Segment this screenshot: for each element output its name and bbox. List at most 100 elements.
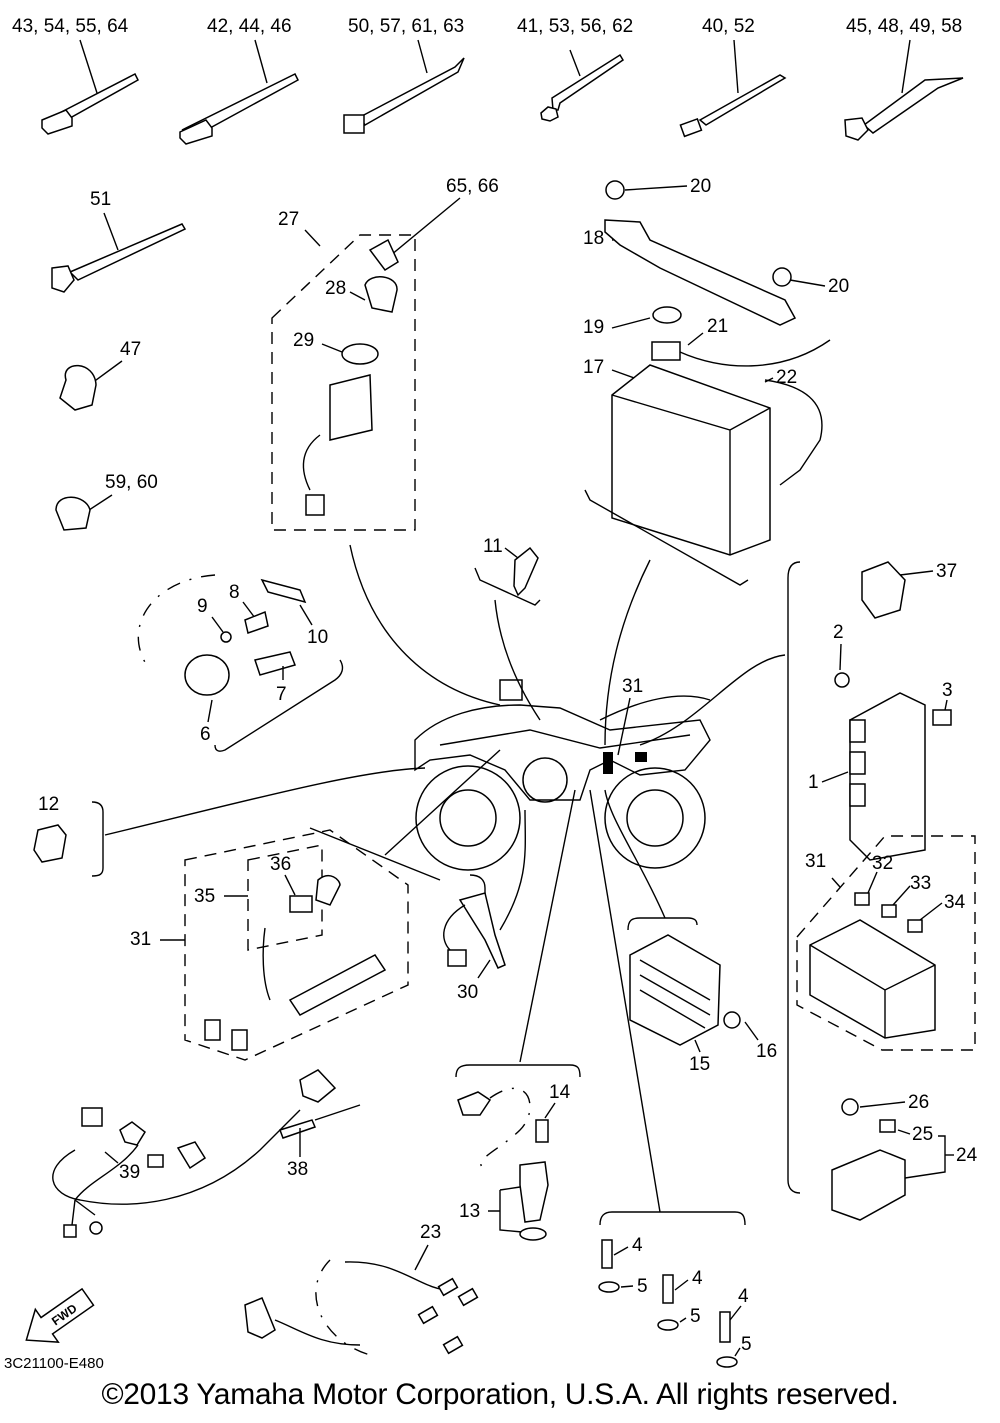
callout-5b: 5 xyxy=(690,1306,701,1327)
callout-31-left: 31 xyxy=(130,929,151,950)
callout-16: 16 xyxy=(756,1041,777,1062)
clamp-47-group[interactable]: 47 xyxy=(59,339,141,411)
fuse-box-group[interactable]: 31 32 33 34 xyxy=(796,835,976,1051)
switch-12-group[interactable]: 12 xyxy=(33,794,104,877)
key-icon xyxy=(368,238,399,271)
callout-20-right: 20 xyxy=(828,276,849,297)
battery-band xyxy=(604,219,797,326)
main-switch-body xyxy=(329,374,373,441)
cable-tie-50-group[interactable]: 50, 57, 61, 63 xyxy=(343,16,465,134)
callout-3: 3 xyxy=(942,680,953,701)
ignition-coil-group[interactable]: 8 9 10 7 6 xyxy=(137,574,344,752)
callout-31-top: 31 xyxy=(622,676,643,697)
callout-11: 11 xyxy=(483,536,503,557)
callout-28: 28 xyxy=(325,278,346,299)
ignition-coil xyxy=(184,654,230,696)
callout-4b: 4 xyxy=(692,1268,703,1289)
callout-25: 25 xyxy=(912,1124,933,1145)
callout-38: 38 xyxy=(287,1159,308,1180)
callout-19: 19 xyxy=(583,317,604,338)
callout-5c: 5 xyxy=(741,1334,752,1355)
callout-43-54-55-64: 43, 54, 55, 64 xyxy=(12,16,129,37)
starter-relay xyxy=(831,1149,906,1221)
cable-tie-45-group[interactable]: 45, 48, 49, 58 xyxy=(844,16,964,141)
cable-tie-40-group[interactable]: 40, 52 xyxy=(679,16,787,138)
leader-lines xyxy=(104,544,786,1213)
callout-40-52: 40, 52 xyxy=(702,16,755,37)
washer-5 xyxy=(598,1281,620,1293)
wire-harness-group[interactable]: 31 35 36 xyxy=(130,829,409,1061)
callout-6: 6 xyxy=(200,724,211,745)
callout-1: 1 xyxy=(808,772,819,793)
callout-4a: 4 xyxy=(632,1235,643,1256)
callout-30: 30 xyxy=(457,982,478,1003)
callout-8: 8 xyxy=(229,582,240,603)
sensor-30-group[interactable]: 30 xyxy=(443,874,506,1003)
drawing-code: 3C21100-E480 xyxy=(4,1355,104,1372)
callout-9: 9 xyxy=(197,596,208,617)
clamp-59-group[interactable]: 59, 60 xyxy=(55,472,158,531)
callout-13: 13 xyxy=(459,1201,480,1222)
cable-tie-43-group[interactable]: 43, 54, 55, 64 xyxy=(12,16,139,135)
callout-14: 14 xyxy=(549,1082,571,1103)
callout-47: 47 xyxy=(120,339,141,360)
callout-34: 34 xyxy=(944,892,966,913)
callout-15: 15 xyxy=(689,1054,710,1075)
sensor-11-group[interactable]: 11 xyxy=(474,536,541,606)
callout-35: 35 xyxy=(194,886,215,907)
callout-7: 7 xyxy=(276,684,287,705)
callout-4c: 4 xyxy=(738,1286,749,1307)
rectifier-regulator xyxy=(629,934,721,1046)
cable-tie-head xyxy=(41,109,73,135)
sensor-30 xyxy=(458,892,506,969)
callout-45-48-49-58: 45, 48, 49, 58 xyxy=(846,16,962,37)
fuse-box-marker xyxy=(603,752,613,774)
callout-59-60: 59, 60 xyxy=(105,472,158,493)
callout-12: 12 xyxy=(38,794,59,815)
callout-32: 32 xyxy=(872,853,893,874)
callout-27: 27 xyxy=(278,209,299,230)
callout-65-66: 65, 66 xyxy=(446,176,499,197)
callout-18: 18 xyxy=(583,228,604,249)
cdi-unit xyxy=(849,692,926,861)
callout-2: 2 xyxy=(833,622,844,643)
callout-29: 29 xyxy=(293,330,314,351)
starter-relay-group[interactable]: 26 25 24 xyxy=(831,1092,978,1221)
fwd-arrow-icon: FWD xyxy=(25,1287,95,1343)
callout-41-53-56-62: 41, 53, 56, 62 xyxy=(517,16,633,37)
bolts-washers-group[interactable]: 4 5 4 5 4 5 xyxy=(598,1211,752,1368)
relay-37 xyxy=(861,561,906,619)
callout-36: 36 xyxy=(270,854,291,875)
cable-tie-42-group[interactable]: 42, 44, 46 xyxy=(179,16,299,145)
callout-33: 33 xyxy=(910,873,931,894)
callout-23: 23 xyxy=(420,1222,441,1243)
callout-5a: 5 xyxy=(637,1276,648,1297)
harness-23-group[interactable]: 23 xyxy=(244,1222,479,1356)
cable-tie-51-group[interactable]: 51 xyxy=(51,189,187,293)
atv-overview: 31 xyxy=(414,676,711,871)
bolt-4 xyxy=(601,1239,613,1269)
rectifier-group[interactable]: 15 16 xyxy=(627,917,777,1075)
callout-24: 24 xyxy=(956,1145,978,1166)
callout-42-44-46: 42, 44, 46 xyxy=(207,16,292,37)
callout-10: 10 xyxy=(307,627,328,648)
speed-sensor xyxy=(519,1161,549,1223)
main-switch-27-group[interactable]: 27 65, 66 28 29 xyxy=(271,176,499,531)
callout-26: 26 xyxy=(908,1092,929,1113)
callout-20-top: 20 xyxy=(690,176,711,197)
callout-37: 37 xyxy=(936,561,957,582)
fuse-box xyxy=(809,919,936,1039)
callout-51: 51 xyxy=(90,189,111,210)
harness-38-39-group[interactable]: 39 38 xyxy=(52,1069,361,1238)
callout-39: 39 xyxy=(119,1162,140,1183)
battery-group[interactable]: 20 20 18 19 21 17 22 xyxy=(583,176,849,586)
cable-tie-41-group[interactable]: 41, 53, 56, 62 xyxy=(517,16,633,122)
callout-31-right: 31 xyxy=(805,851,826,872)
callout-21: 21 xyxy=(707,316,728,337)
speed-sensor-group[interactable]: 14 13 xyxy=(455,1064,581,1241)
switch-12 xyxy=(33,824,67,863)
right-bracket-group[interactable]: 37 2 3 1 xyxy=(787,561,957,1194)
callout-50-57-61-63: 50, 57, 61, 63 xyxy=(348,16,464,37)
copyright-notice: ©2013 Yamaha Motor Corporation, U.S.A. A… xyxy=(101,1378,899,1411)
